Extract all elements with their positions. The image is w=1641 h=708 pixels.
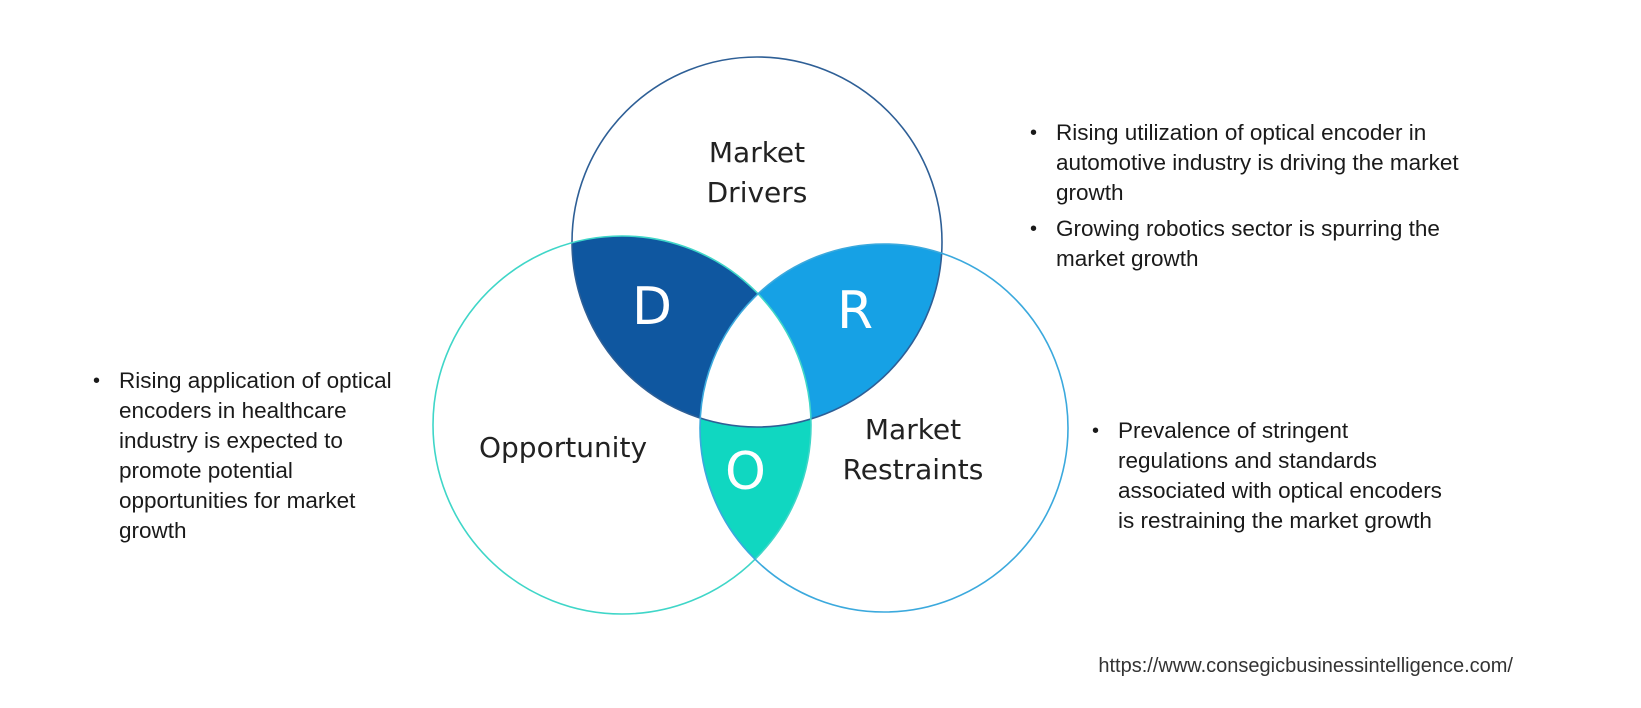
market-drivers-label-line1: Market	[708, 136, 806, 169]
market-drivers-points: Rising utilization of optical encoder in…	[1030, 118, 1500, 280]
region-r-drivers-restraints	[700, 244, 942, 427]
market-restraints-label-line2: Restraints	[842, 453, 984, 486]
market-restraints-circle	[699, 243, 1069, 613]
market-restraints-label: Market Restraints	[813, 410, 1013, 490]
market-drivers-label-line2: Drivers	[706, 176, 808, 209]
source-url: https://www.consegicbusinessintelligence…	[1098, 655, 1513, 677]
opportunity-circle	[432, 235, 812, 615]
market-restraints-label-line1: Market	[864, 413, 962, 446]
opportunity-point: Rising application of optical encoders i…	[93, 366, 413, 546]
opportunity-points: Rising application of optical encoders i…	[93, 366, 413, 552]
opportunity-label: Opportunity	[478, 431, 648, 464]
region-d-letter: D	[632, 277, 673, 337]
market-drivers-label: Market Drivers	[657, 133, 857, 213]
market-restraints-points: Prevalence of stringent regulations and …	[1092, 416, 1442, 542]
region-o-letter: O	[725, 442, 766, 502]
drivers-point: Growing robotics sector is spurring the …	[1030, 214, 1500, 274]
restraints-point: Prevalence of stringent regulations and …	[1092, 416, 1442, 536]
region-r-letter: R	[837, 281, 874, 341]
drivers-point: Rising utilization of optical encoder in…	[1030, 118, 1500, 208]
